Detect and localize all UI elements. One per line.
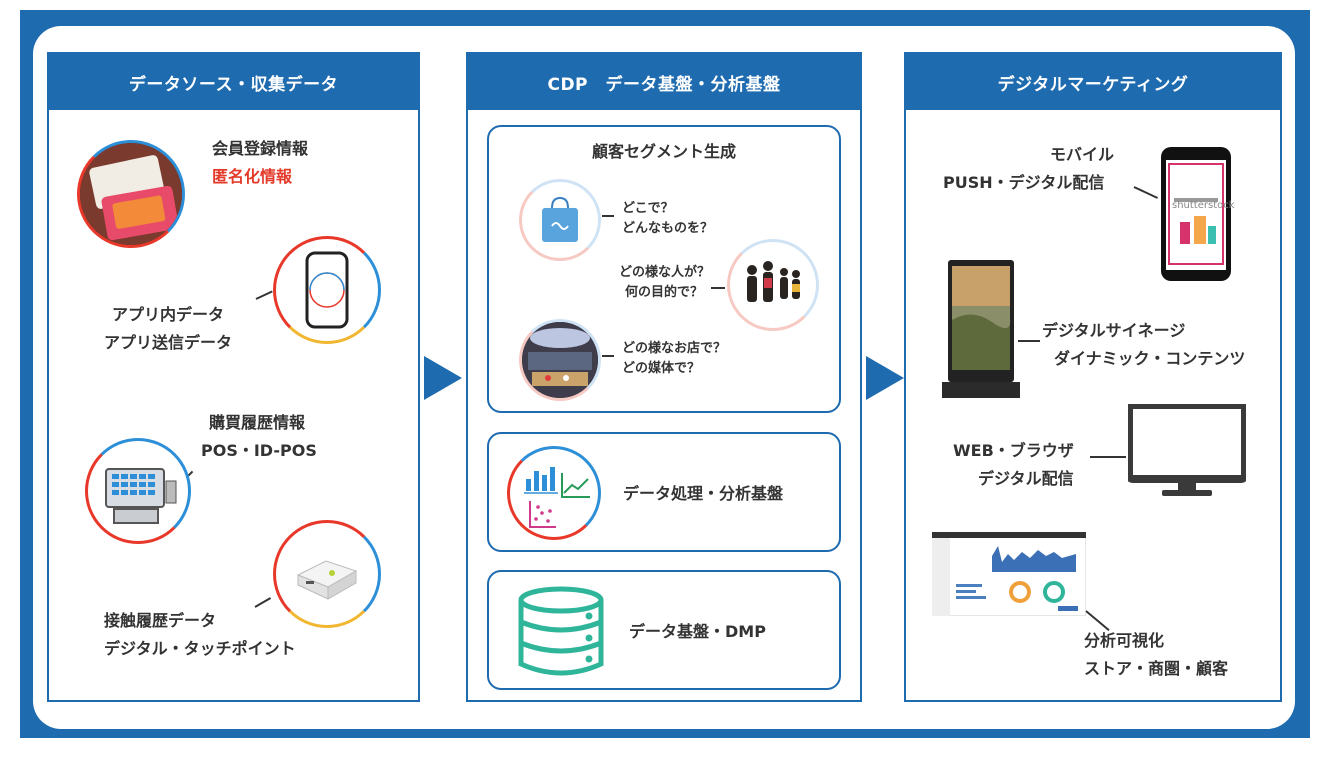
segment-who-1: どの様な人が？ <box>619 265 711 280</box>
marketing-panel: デジタルマーケティング モバイル PUSH・デジタル配信 shutterstoc… <box>904 52 1282 702</box>
cdp-panel-title: CDP データ基盤・分析基盤 <box>468 54 860 110</box>
store-interior-photo <box>519 319 601 401</box>
shopping-bag-icon <box>519 179 601 261</box>
digital-signage-icon <box>942 260 1020 400</box>
phone-brand-text: shutterstock <box>1172 200 1235 211</box>
flow-arrow-2 <box>866 356 904 400</box>
dmp-box: データ基盤・DMP <box>487 570 841 690</box>
web-label-1: WEB・ブラウザ <box>953 441 1074 460</box>
mobile-label-2: PUSH・デジタル配信 <box>943 173 1105 192</box>
segment-store-2: どの媒体で？ <box>622 361 701 376</box>
dmp-label: データ基盤・DMP <box>629 622 766 641</box>
contact-label-1: 接触履歴データ <box>104 611 217 630</box>
store-connector <box>602 355 614 357</box>
monitor-icon <box>1125 401 1249 500</box>
analytics-dashboard-image <box>931 531 1087 617</box>
cdp-panel: CDP データ基盤・分析基盤 顧客セグメント生成 どこで？ どんなものを？ どの… <box>466 52 862 702</box>
segment-who-2: 何の目的で？ <box>625 285 704 300</box>
people-photo <box>727 239 819 331</box>
member-label-1: 会員登録情報 <box>212 139 309 158</box>
sources-panel-title: データソース・収集データ <box>49 54 418 110</box>
segment-where-1: どこで？ <box>622 201 674 216</box>
signage-label-2: ダイナミック・コンテンツ <box>1054 349 1246 368</box>
segment-store-1: どの様なお店で？ <box>622 341 727 356</box>
charts-icon <box>507 446 601 540</box>
purchase-label-2: POS・ID-POS <box>201 441 317 460</box>
mobile-label-1: モバイル <box>1050 145 1115 164</box>
smartphone-icon: shutterstock <box>1160 146 1235 282</box>
web-connector <box>1090 456 1126 458</box>
signage-connector <box>1018 340 1040 342</box>
segment-box: 顧客セグメント生成 どこで？ どんなものを？ どの様な人が？ 何の目的で？ <box>487 125 841 413</box>
app-label-1: アプリ内データ <box>112 305 225 324</box>
member-card-image <box>77 140 185 248</box>
signage-label-1: デジタルサイネージ <box>1042 321 1186 340</box>
app-label-2: アプリ送信データ <box>104 333 233 352</box>
analytics-label-1: 分析可視化 <box>1084 631 1165 650</box>
analysis-box: データ処理・分析基盤 <box>487 432 841 552</box>
marketing-panel-title: デジタルマーケティング <box>906 54 1280 110</box>
contact-connector <box>254 597 272 608</box>
flow-arrow-1 <box>424 356 462 400</box>
web-label-2: デジタル配信 <box>978 469 1074 488</box>
analytics-label-2: ストア・商圏・顧客 <box>1084 659 1229 678</box>
segment-title: 顧客セグメント生成 <box>591 142 736 161</box>
app-connector <box>255 290 273 300</box>
smartphone-app-icon <box>273 236 381 344</box>
beacon-device-icon <box>273 520 381 628</box>
mobile-connector <box>1133 186 1158 199</box>
pos-terminal-icon <box>85 438 191 544</box>
analysis-label: データ処理・分析基盤 <box>623 484 784 503</box>
database-icon <box>518 586 604 676</box>
sources-panel: データソース・収集データ 会員登録情報 匿名化情報 アプリ内データ アプリ送信デ… <box>47 52 420 702</box>
who-connector <box>711 287 725 289</box>
member-label-2: 匿名化情報 <box>212 167 293 186</box>
segment-where-2: どんなものを？ <box>622 221 714 236</box>
purchase-label-1: 購買履歴情報 <box>209 413 306 432</box>
contact-label-2: デジタル・タッチポイント <box>104 639 296 658</box>
where-connector <box>602 215 614 217</box>
